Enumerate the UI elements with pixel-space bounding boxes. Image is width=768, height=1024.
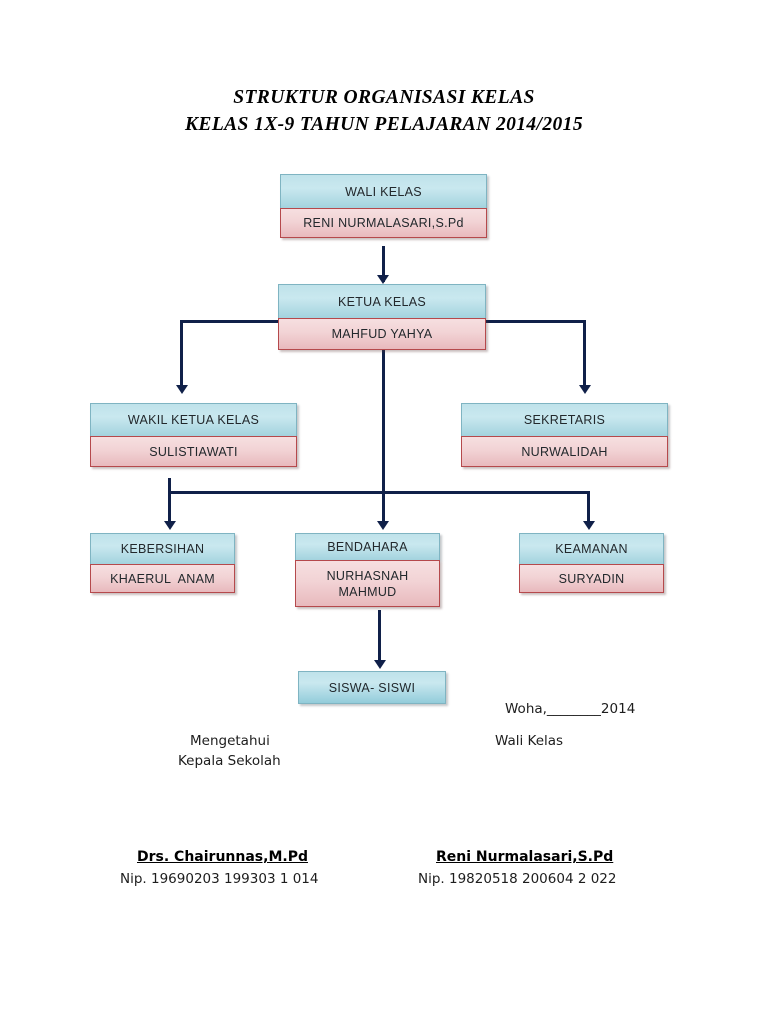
footer-right-role: Wali Kelas [495,733,564,749]
node-wali-kelas-person: RENI NURMALASARI,S.Pd [280,208,487,238]
node-wakil-ketua-kelas-role: WAKIL KETUA KELAS [90,403,297,436]
connector-drop-bendahara [382,491,385,526]
footer-right-signer-name: Reni Nurmalasari,S.Pd [436,849,614,865]
node-keamanan[interactable]: KEAMANAN SURYADIN [519,533,664,593]
footer-place-date: Woha,________2014 [505,701,636,717]
connector-drop-wakil [180,320,183,390]
footer-left-label-line1: Mengetahui [190,733,270,749]
node-siswa-siswi[interactable]: SISWA- SISWI [298,671,446,704]
node-siswa-siswi-role: SISWA- SISWI [298,671,446,704]
node-wakil-ketua-kelas[interactable]: WAKIL KETUA KELAS SULISTIAWATI [90,403,297,467]
connector-drop-sekretaris [583,320,586,390]
arrow-to-kebersihan [164,521,176,530]
arrow-to-keamanan [583,521,595,530]
connector-spine-ketua [382,320,385,494]
node-kebersihan-person: KHAERUL ANAM [90,564,235,593]
node-keamanan-person: SURYADIN [519,564,664,593]
arrow-wali-to-ketua [377,275,389,284]
title-line-1: STRUKTUR ORGANISASI KELAS [233,87,535,108]
title-line-2: KELAS 1X-9 TAHUN PELAJARAN 2014/2015 [185,114,583,135]
node-ketua-kelas-person: MAHFUD YAHYA [278,318,486,350]
footer-left-signer-nip: Nip. 19690203 199303 1 014 [120,871,319,887]
node-bendahara[interactable]: BENDAHARA NURHASNAH MAHMUD [295,533,440,607]
arrow-to-bendahara [377,521,389,530]
node-wali-kelas[interactable]: WALI KELAS RENI NURMALASARI,S.Pd [280,174,487,238]
node-bendahara-role: BENDAHARA [295,533,440,560]
connector-bendahara-to-siswa [378,610,381,665]
page-title: STRUKTUR ORGANISASI KELAS KELAS 1X-9 TAH… [0,84,768,138]
node-wali-kelas-role: WALI KELAS [280,174,487,208]
arrow-to-sekretaris [579,385,591,394]
footer-left-signer-name: Drs. Chairunnas,M.Pd [137,849,308,865]
node-bendahara-person: NURHASNAH MAHMUD [295,560,440,607]
footer-right-signer-nip: Nip. 19820518 200604 2 022 [418,871,617,887]
node-sekretaris-role: SEKRETARIS [461,403,668,436]
node-wakil-ketua-kelas-person: SULISTIAWATI [90,436,297,467]
node-sekretaris[interactable]: SEKRETARIS NURWALIDAH [461,403,668,467]
connector-drop-kebersihan [168,478,171,526]
node-ketua-kelas[interactable]: KETUA KELAS MAHFUD YAHYA [278,284,486,350]
node-ketua-kelas-role: KETUA KELAS [278,284,486,318]
footer-left-label-line2: Kepala Sekolah [178,753,281,769]
arrow-to-siswa-siswi [374,660,386,669]
connector-wali-to-ketua [382,246,385,282]
connector-bar-level3 [168,491,590,494]
node-sekretaris-person: NURWALIDAH [461,436,668,467]
node-kebersihan-role: KEBERSIHAN [90,533,235,564]
node-keamanan-role: KEAMANAN [519,533,664,564]
connector-drop-keamanan [587,491,590,526]
arrow-to-wakil-ketua [176,385,188,394]
node-kebersihan[interactable]: KEBERSIHAN KHAERUL ANAM [90,533,235,593]
